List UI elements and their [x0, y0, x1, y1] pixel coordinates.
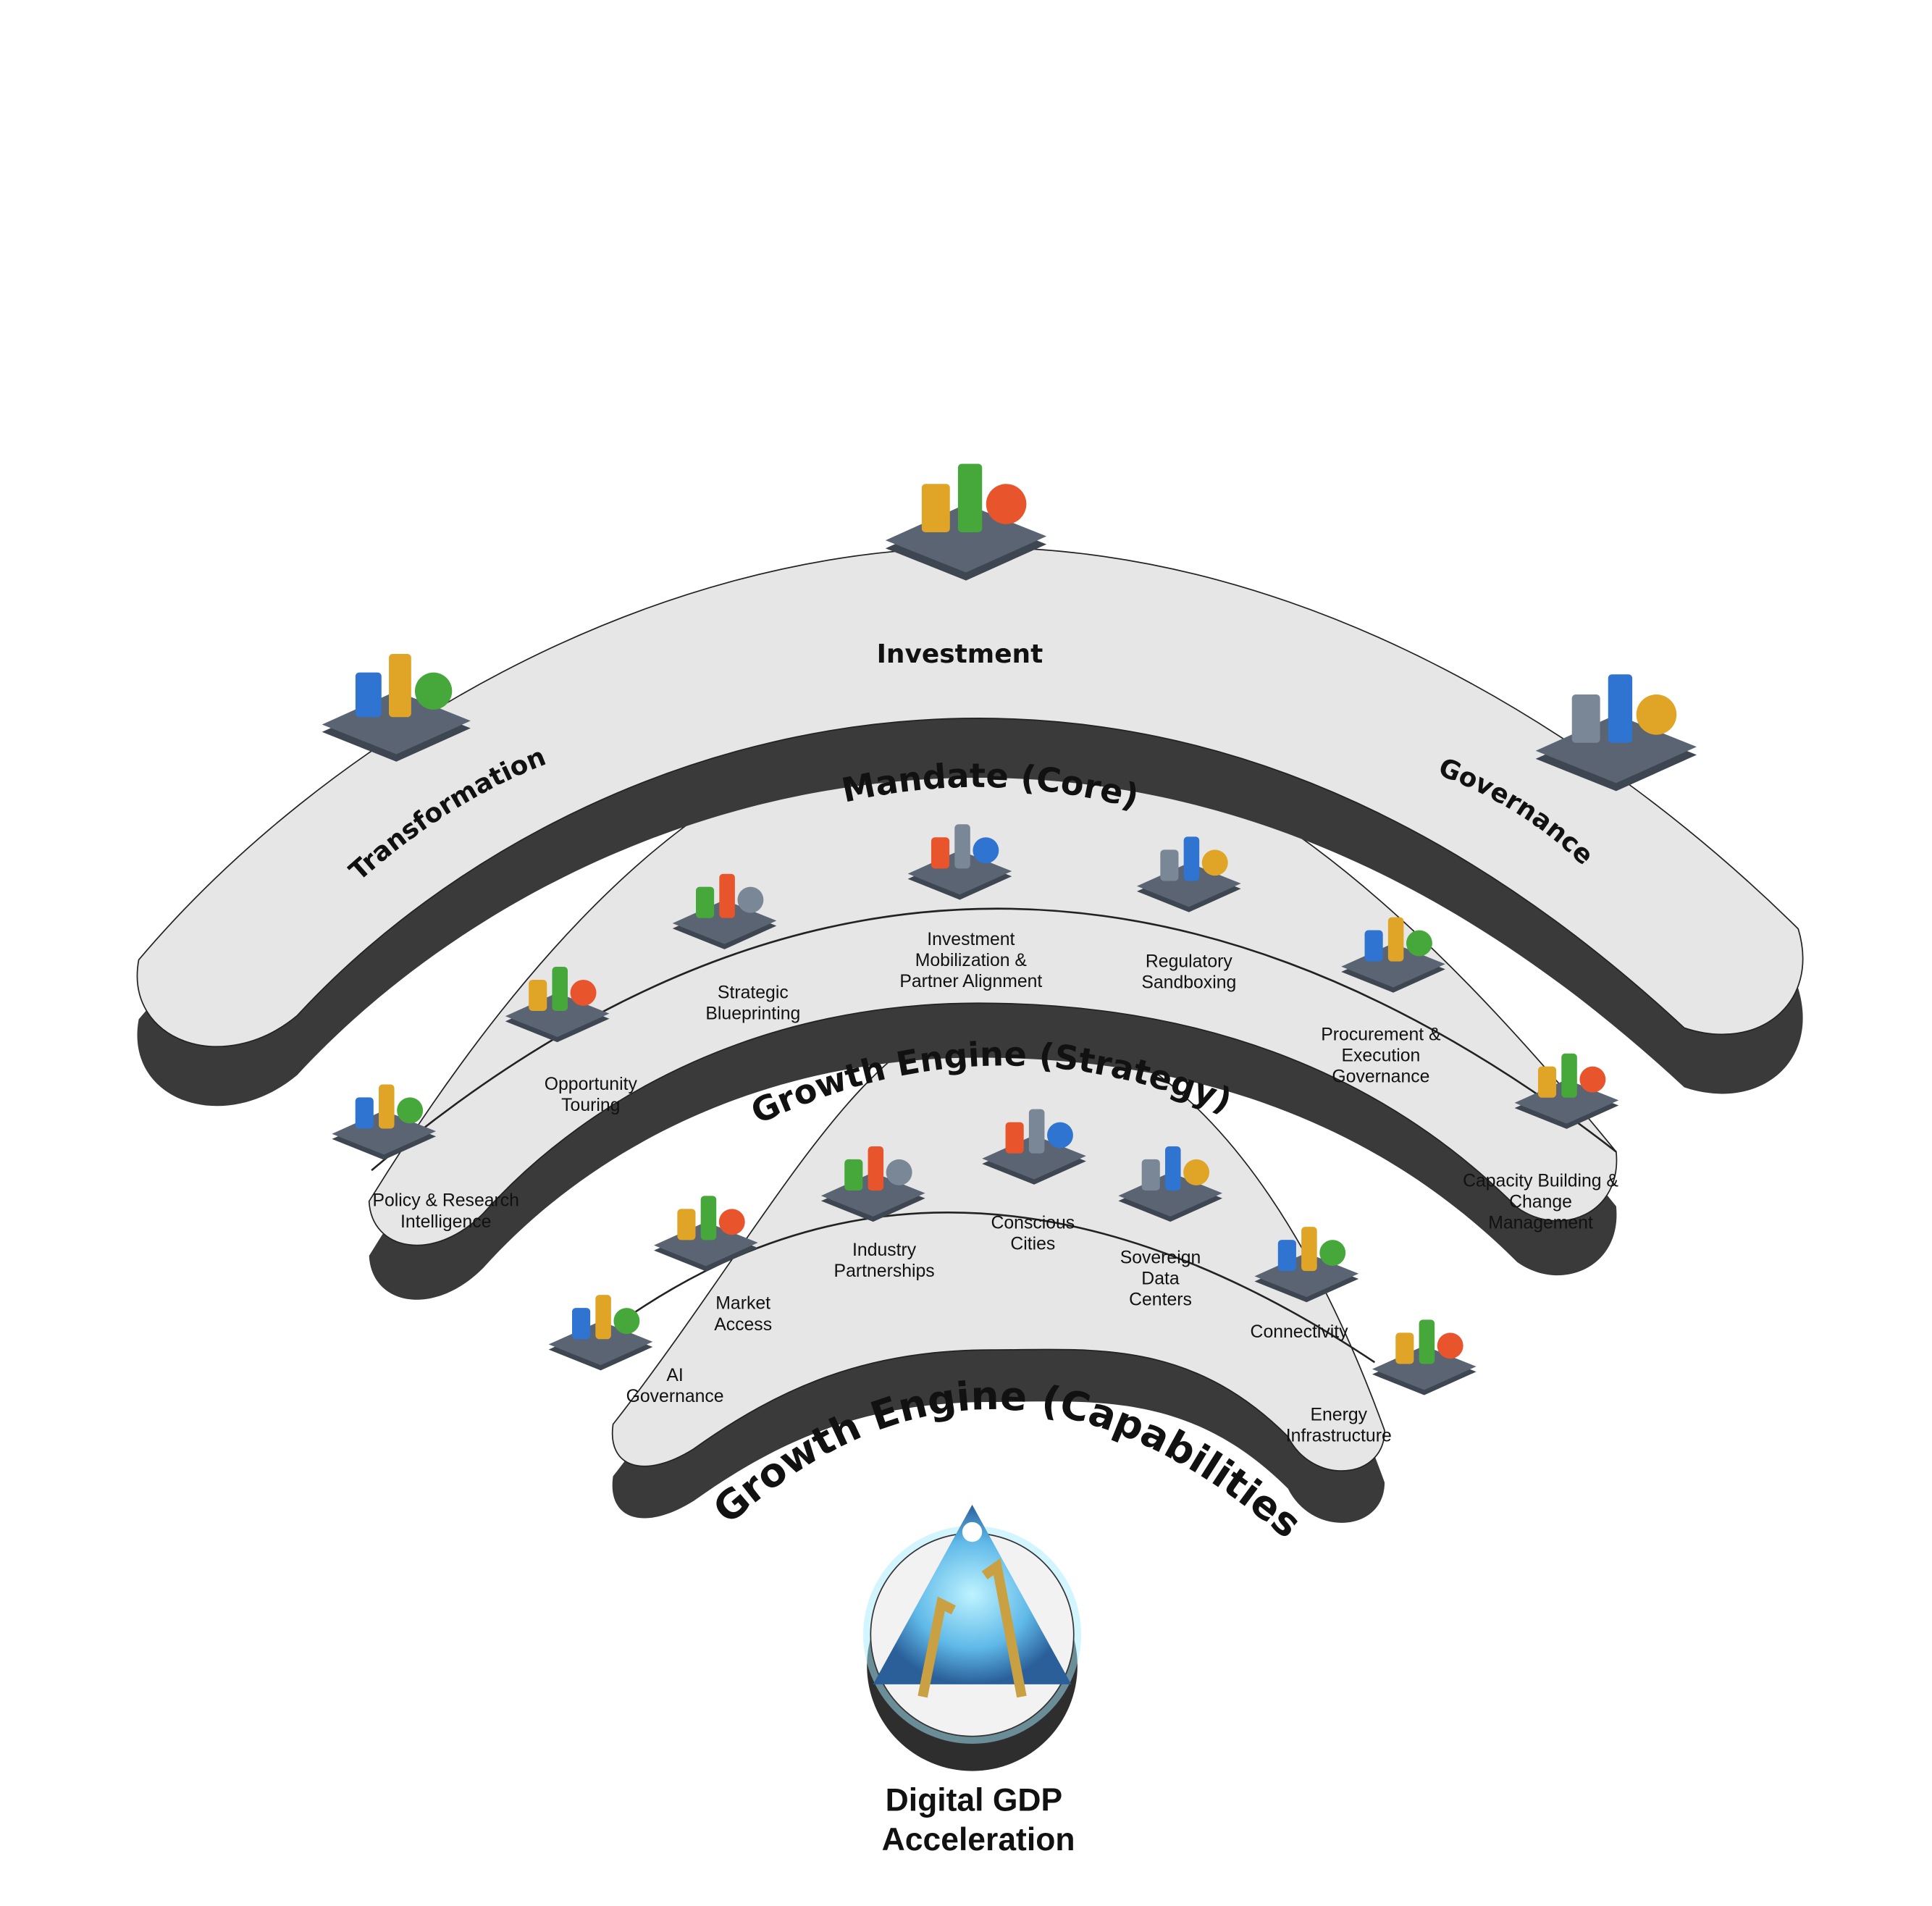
- energy-plant-icon: [1372, 1319, 1477, 1395]
- icons-layer: [322, 463, 1697, 1395]
- coins-network-icon: [1137, 836, 1241, 912]
- city-icon: [982, 1109, 1086, 1185]
- core-node: [863, 1504, 1082, 1771]
- sandbox-construction-icon: [1341, 917, 1445, 993]
- ai-shield-robot-icon: [548, 1295, 653, 1371]
- research-magnifier-icon: [332, 1084, 437, 1160]
- handshake-chart-icon: [907, 824, 1012, 900]
- glowing-pyramid-icon: [873, 1504, 1072, 1698]
- handshake-network-icon: [820, 1146, 925, 1222]
- person-growth-icon: [322, 653, 471, 762]
- globe-bus-icon: [505, 966, 610, 1043]
- outer-band: [136, 547, 1804, 1107]
- investment-label: Investment: [877, 639, 1043, 669]
- checklist-crane-icon: [1514, 1053, 1619, 1129]
- strategy-item-label: Connectivity: [1251, 1322, 1349, 1342]
- industrial-handshake-icon: [1254, 1227, 1359, 1303]
- blueprint-icon: [672, 873, 777, 949]
- gears-boxes-icon: [654, 1196, 758, 1272]
- clipboard-analytics-icon: [1118, 1146, 1223, 1222]
- core-label: Digital GDP Acceleration: [882, 1782, 1075, 1857]
- courthouse-icon: [1535, 674, 1697, 792]
- money-plant-icon: [885, 463, 1047, 581]
